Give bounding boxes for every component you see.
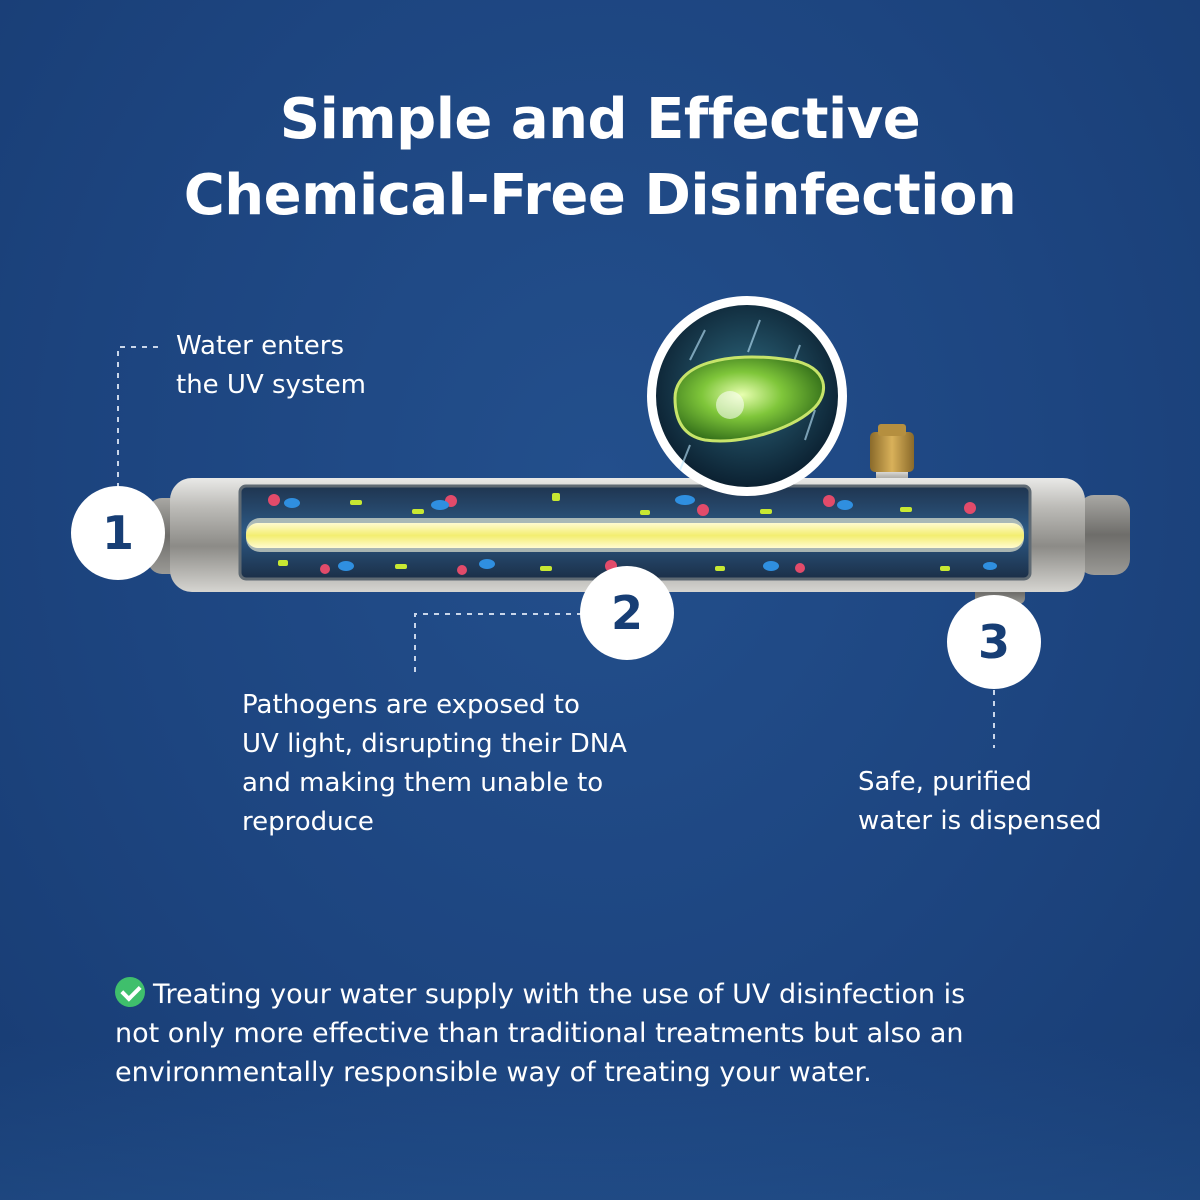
pathogen-cell bbox=[673, 355, 826, 443]
page-title: Simple and Effective Chemical-Free Disin… bbox=[0, 82, 1200, 234]
footer-note: Treating your water supply with the use … bbox=[115, 975, 1095, 1092]
step-1-number: 1 bbox=[101, 506, 134, 560]
step-3-line-1: Safe, purified bbox=[858, 767, 1032, 797]
uv-lamp bbox=[246, 523, 1024, 548]
pathogen-zoom-circle bbox=[647, 296, 847, 496]
leader-line-1 bbox=[117, 346, 158, 488]
title-line-2: Chemical-Free Disinfection bbox=[183, 163, 1017, 228]
step-3-line-2: water is dispensed bbox=[858, 806, 1102, 836]
footer-line-1-text: Treating your water supply with the use … bbox=[153, 979, 966, 1010]
footer-line-1: Treating your water supply with the use … bbox=[115, 975, 1095, 1014]
pathogen-particles bbox=[268, 493, 997, 575]
step-3-number: 3 bbox=[977, 615, 1010, 669]
footer-line-3: environmentally responsible way of treat… bbox=[115, 1057, 872, 1088]
check-circle-icon bbox=[115, 977, 145, 1007]
step-3-badge bbox=[947, 595, 1041, 689]
step-1-line-1: Water enters bbox=[176, 331, 345, 361]
step-2-description: Pathogens are exposed to UV light, disru… bbox=[242, 686, 627, 842]
water-background bbox=[0, 1040, 1200, 1200]
footer-line-2: not only more effective than traditional… bbox=[115, 1018, 964, 1049]
step-1-description: Water enters the UV system bbox=[176, 327, 366, 405]
step-2-badge bbox=[580, 566, 674, 660]
step-3-description: Safe, purified water is dispensed bbox=[858, 763, 1102, 841]
title-line-1: Simple and Effective bbox=[279, 87, 921, 152]
step-2-line-2: UV light, disrupting their DNA bbox=[242, 729, 627, 759]
step-1-line-2: the UV system bbox=[176, 370, 367, 400]
step-2-line-1: Pathogens are exposed to bbox=[242, 690, 580, 720]
step-2-number: 2 bbox=[610, 586, 643, 640]
leader-line-2 bbox=[414, 613, 582, 672]
step-2-line-3: and making them unable to bbox=[242, 768, 604, 798]
leader-lines bbox=[117, 346, 995, 748]
step-1-badge bbox=[71, 486, 165, 580]
step-2-line-4: reproduce bbox=[242, 807, 374, 837]
right-end-cap bbox=[1078, 495, 1130, 575]
